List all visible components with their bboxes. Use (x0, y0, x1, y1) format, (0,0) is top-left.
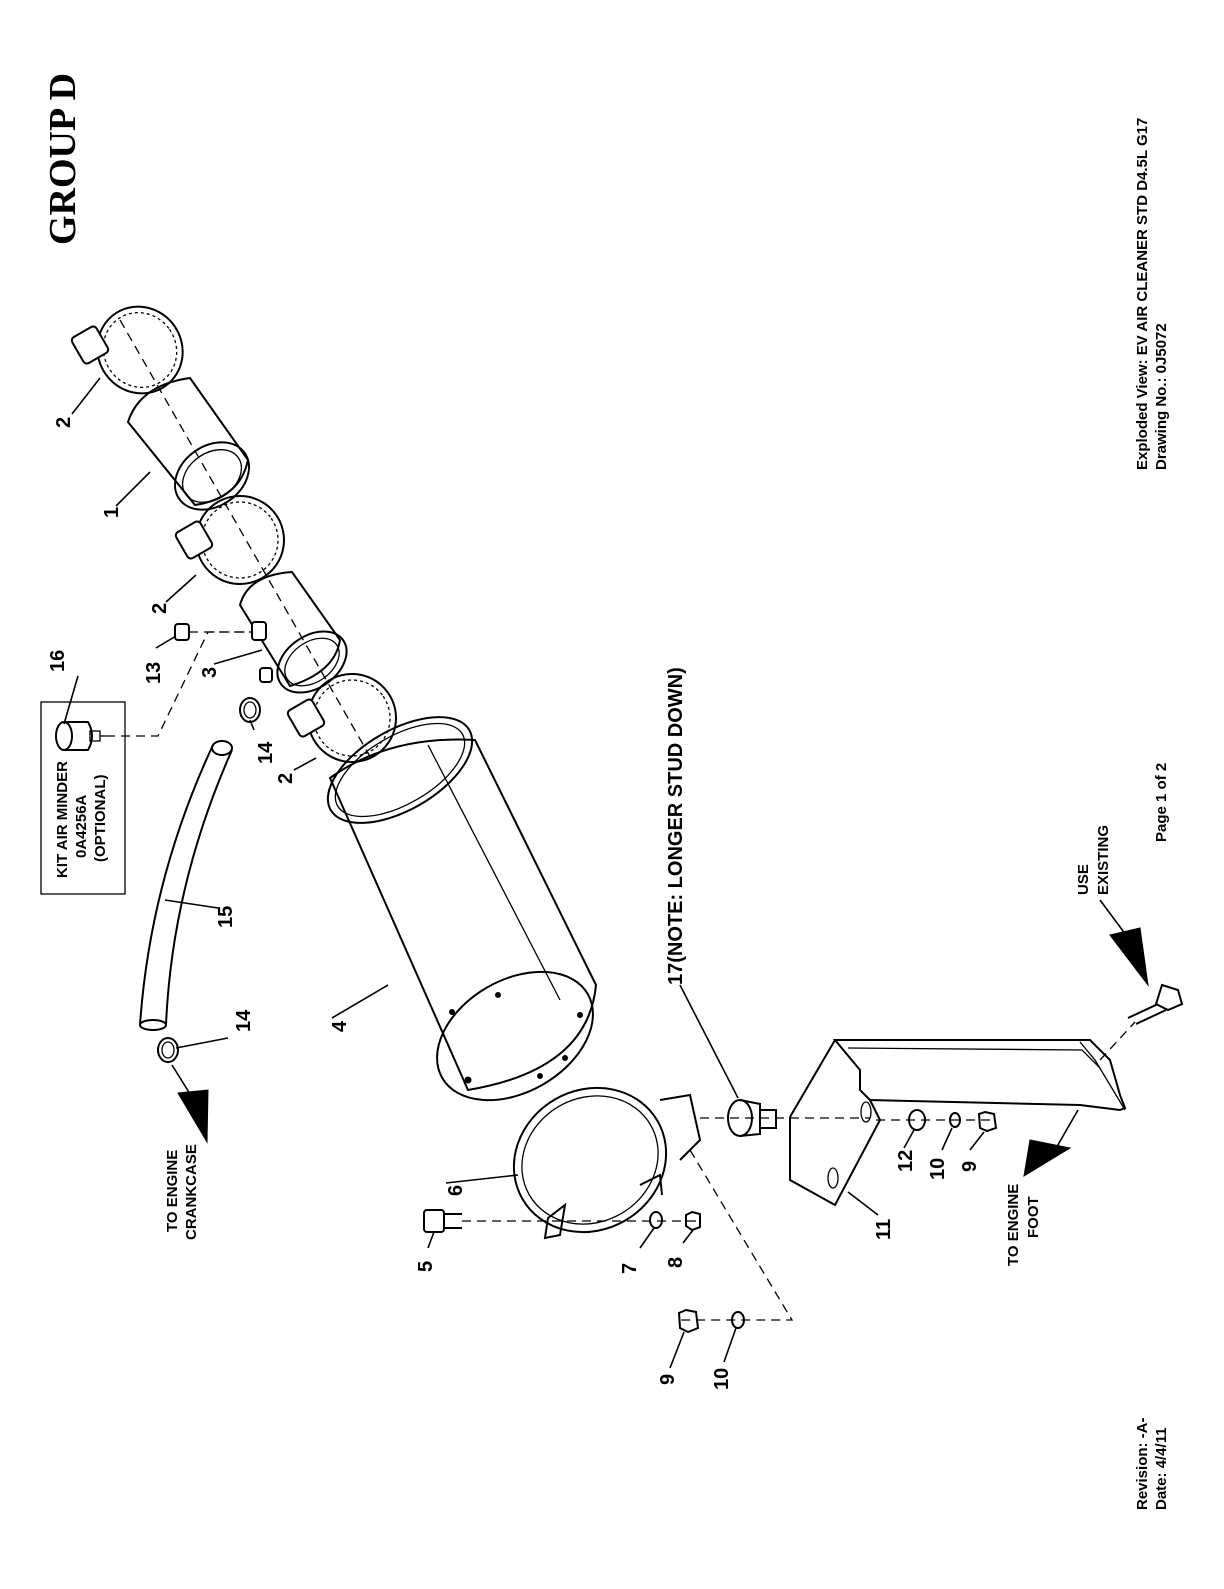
item-label-9a: 9 (657, 1374, 679, 1385)
use-existing-callout-1: USE (1075, 864, 1092, 895)
leader-10a (724, 1328, 736, 1362)
engine-foot-callout-1: TO ENGINE (1005, 1184, 1022, 1266)
page-indicator: Page 1 of 2 (1153, 763, 1170, 842)
leader-2a (72, 378, 100, 414)
kit-box-line2: 0A4256A (73, 794, 90, 858)
small-clamp-lower (158, 1038, 178, 1062)
air-cleaner-body (311, 695, 616, 1126)
breather-tube (140, 741, 232, 1030)
revision-label: Revision: -A- (1134, 1417, 1151, 1510)
item-label-13: 13 (143, 662, 165, 684)
item-label-14b: 14 (233, 1009, 255, 1032)
existing-bolt (1128, 985, 1182, 1024)
lock-washer-7 (650, 1212, 662, 1228)
item-label-8: 8 (665, 1257, 687, 1268)
item-label-9b: 9 (959, 1161, 981, 1172)
leader-9b (970, 1132, 984, 1150)
item-label-3: 3 (199, 667, 221, 678)
use-existing-arrow-line (1100, 900, 1126, 935)
leader-10b (942, 1128, 952, 1150)
item-label-6: 6 (445, 1185, 467, 1196)
engine-foot-callout-2: FOOT (1025, 1196, 1042, 1238)
small-clamp-upper (240, 698, 260, 722)
air-minder-gauge (56, 722, 106, 750)
item-label-11: 11 (873, 1219, 895, 1240)
use-existing-arrow (1110, 928, 1148, 985)
hose-clamp-middle (174, 479, 301, 602)
vacuator-plug (175, 624, 189, 640)
item-label-16: 16 (47, 650, 69, 672)
item-label-5: 5 (415, 1261, 437, 1272)
revision-date: Date: 4/4/11 (1153, 1427, 1170, 1510)
item-label-12: 12 (895, 1150, 917, 1172)
air-minder-dash-line (106, 632, 248, 736)
item-label-10a: 10 (711, 1368, 733, 1390)
leader-6 (446, 1175, 518, 1183)
item-label-2c: 2 (275, 773, 297, 784)
crankcase-callout-2: CRANKCASE (183, 1144, 200, 1240)
band-bolt (424, 1210, 462, 1232)
outlet-adapter (240, 572, 358, 705)
hose-clamp-lower (286, 657, 413, 780)
item-label-7: 7 (619, 1263, 641, 1274)
leader-5 (428, 1232, 434, 1248)
kit-box-line3: (OPTIONAL) (92, 775, 109, 863)
exploded-view-label: Exploded View: EV AIR CLEANER STD D4.5L … (1134, 118, 1151, 470)
leader-3 (214, 650, 262, 664)
mounting-band (487, 1060, 700, 1259)
leader-15 (165, 900, 218, 908)
item-label-15: 15 (215, 906, 237, 928)
leader-7 (640, 1228, 654, 1248)
item-label-14a: 14 (255, 741, 277, 764)
clamp-axis-line (120, 320, 372, 760)
mounting-bracket (790, 1040, 1125, 1205)
leader-13 (156, 636, 176, 648)
item-label-1: 1 (101, 507, 123, 518)
item-label-10b: 10 (927, 1158, 949, 1180)
lower-nut-dash-line (676, 1150, 792, 1320)
item-label-2b: 2 (149, 603, 171, 614)
drawing-number: Drawing No.: 0J5072 (1153, 323, 1170, 470)
stud-note: 17(NOTE: LONGER STUD DOWN) (665, 667, 687, 985)
use-existing-callout-2: EXISTING (1095, 825, 1112, 895)
leader-17 (680, 985, 738, 1098)
leader-12 (904, 1130, 914, 1148)
existing-bolt-dash-line (1100, 1022, 1135, 1060)
leader-2b (166, 575, 196, 602)
leader-16 (64, 676, 78, 724)
nut-9-upper (979, 1112, 996, 1131)
engine-foot-arrow (1024, 1140, 1070, 1176)
leader-4 (332, 985, 388, 1018)
nut-9-lower (679, 1310, 698, 1332)
engine-foot-arrow-line (1055, 1110, 1078, 1150)
leader-11 (848, 1192, 878, 1215)
leader-9a (670, 1332, 684, 1368)
leader-8 (683, 1230, 693, 1243)
kit-box-line1: KIT AIR MINDER (54, 761, 71, 878)
leader-1 (116, 472, 150, 506)
crankcase-callout-1: TO ENGINE (164, 1150, 181, 1232)
leader-2c (294, 758, 316, 770)
item-label-4: 4 (329, 1020, 351, 1032)
leader-14b (176, 1038, 228, 1048)
group-title: GROUP D (42, 73, 84, 245)
item-label-2a: 2 (53, 417, 75, 428)
